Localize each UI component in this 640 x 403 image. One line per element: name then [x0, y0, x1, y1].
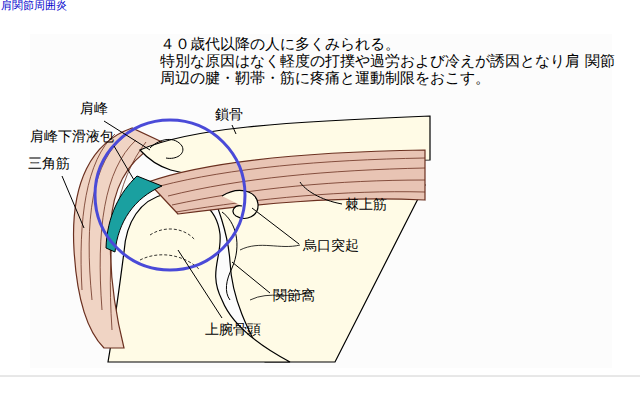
- leader-line: [114, 146, 134, 180]
- leader-line: [178, 250, 222, 318]
- acromion-knob: [150, 139, 183, 158]
- part-label: 上腕骨頭: [205, 322, 261, 337]
- leader-line: [232, 262, 270, 293]
- scapula-bone: [205, 173, 425, 362]
- note-text: ４０歳代以降の人に多くみられる。: [160, 36, 400, 53]
- highlight-circle: [95, 120, 245, 270]
- coracoid-process: [222, 190, 258, 218]
- part-label: 烏口突起: [303, 238, 359, 253]
- subacromial-bursa: [106, 176, 162, 252]
- deltoid-muscle: [74, 128, 162, 348]
- leader-line: [300, 182, 342, 204]
- part-label: 関節窩: [273, 288, 315, 303]
- part-label: 肩峰下滑液包: [30, 129, 114, 144]
- muscle-stripes: [160, 158, 425, 212]
- page-title: 肩関節周囲炎: [1, 0, 67, 12]
- humerus-bone: [108, 193, 290, 362]
- glenoid-contour: [222, 212, 237, 300]
- frame-line: [0, 376, 640, 377]
- note-text: 特別な原因はなく軽度の打撲や過労および冷えが誘因となり肩 関節周辺の腱・靭帯・筋…: [160, 53, 618, 86]
- leader-line: [232, 125, 236, 134]
- leader-lines: [62, 121, 342, 318]
- part-label: 鎖骨: [215, 107, 243, 122]
- leader-line: [62, 176, 84, 228]
- supraspinatus-muscle: [148, 150, 425, 214]
- part-label: 三角筋: [28, 156, 70, 171]
- part-label: 肩峰: [80, 101, 108, 116]
- part-label: 棘上筋: [345, 197, 387, 212]
- leader-line: [252, 208, 299, 244]
- humeral-head-contour: [140, 229, 200, 270]
